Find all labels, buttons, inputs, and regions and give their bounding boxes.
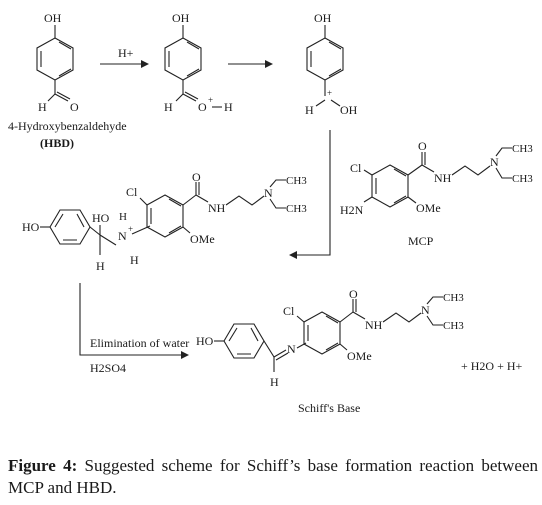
- byproducts-label: + H2O + H+: [461, 359, 523, 373]
- carbocation-h-label: H: [305, 103, 314, 117]
- carbocation-structure: OH + H OH: [305, 11, 358, 117]
- product-cl-label: Cl: [283, 304, 295, 318]
- protonated-oh-label: OH: [172, 11, 190, 25]
- product-carbonyl-o: O: [349, 287, 358, 301]
- carbinolamine-h-upper: H: [119, 211, 127, 223]
- mcp-label: MCP: [408, 234, 434, 248]
- hbd-structure: OH H O 4-Hydroxybenzaldehyde (HBD): [8, 11, 127, 150]
- carbinolamine-amine-n: N: [264, 186, 273, 200]
- product-ch3-upper: CH3: [443, 292, 464, 304]
- product-label: Schiff's Base: [298, 401, 360, 415]
- carbinolamine-amide-nh: NH: [208, 201, 226, 215]
- mcp-h2n-label: H2N: [340, 203, 364, 217]
- carbinolamine-ch3-upper: CH3: [286, 175, 307, 187]
- carbinolamine-n-plus: +: [128, 224, 133, 234]
- carbinolamine-structure: HO H HO H N + H Cl O NH N CH3 CH3 OMe: [22, 170, 307, 273]
- protonated-aldehyde-structure: OH H O + H: [164, 11, 233, 114]
- mcp-structure: Cl H2N O NH N CH3 CH3 OMe MCP: [340, 139, 533, 248]
- hbd-name: 4-Hydroxybenzaldehyde: [8, 119, 127, 133]
- hbd-h-label: H: [38, 100, 47, 114]
- carbinolamine-ch3-lower: CH3: [286, 203, 307, 215]
- hbd-abbr: (HBD): [40, 136, 74, 150]
- arrow-addition: [289, 130, 331, 259]
- schiff-base-structure: HO H N Cl O NH N CH3 CH3 OMe Schiff's Ba…: [196, 287, 464, 415]
- carbinolamine-h-bottom: H: [96, 259, 105, 273]
- carbinolamine-ho-label: HO: [22, 220, 40, 234]
- sulfuric-acid-label: H2SO4: [90, 361, 126, 375]
- mcp-amide-nh: NH: [434, 171, 452, 185]
- arrow-elimination: Elimination of water H2SO4: [79, 283, 189, 375]
- carbinolamine-carbonyl-o: O: [192, 170, 201, 184]
- figure-caption: Figure 4: Suggested scheme for Schiff’s …: [8, 455, 538, 499]
- carbinolamine-ho2-label: HO: [92, 211, 110, 225]
- carbinolamine-n-label: N: [118, 229, 127, 243]
- reaction-scheme: OH H O 4-Hydroxybenzaldehyde (HBD) H+ OH…: [8, 11, 533, 415]
- acid-label: H+: [118, 46, 134, 60]
- product-amide-nh: NH: [365, 318, 383, 332]
- elimination-label: Elimination of water: [90, 336, 189, 350]
- mcp-amine-n: N: [490, 155, 499, 169]
- product-ho-label: HO: [196, 334, 214, 348]
- mcp-ome-label: OMe: [416, 201, 441, 215]
- figure-caption-text: Suggested scheme for Schiff’s base forma…: [8, 456, 538, 497]
- carbinolamine-cl-label: Cl: [126, 185, 138, 199]
- carbocation-oh2-label: OH: [340, 103, 358, 117]
- carbinolamine-h-lower: H: [130, 253, 139, 267]
- product-ome-label: OMe: [347, 349, 372, 363]
- protonated-oh-h-label: H: [224, 100, 233, 114]
- arrow-protonation: H+: [100, 46, 149, 68]
- carbocation-oh-label: OH: [314, 11, 332, 25]
- carbocation-c-plus: +: [327, 88, 332, 98]
- carbinolamine-ome-label: OMe: [190, 232, 215, 246]
- hbd-o-label: O: [70, 100, 79, 114]
- protonated-o-label: O: [198, 100, 207, 114]
- mcp-cl-label: Cl: [350, 161, 362, 175]
- mcp-ch3-lower: CH3: [512, 173, 533, 185]
- hbd-oh-label: OH: [44, 11, 62, 25]
- mcp-carbonyl-o: O: [418, 139, 427, 153]
- mcp-ch3-upper: CH3: [512, 143, 533, 155]
- protonated-plus-sign: +: [208, 95, 213, 105]
- product-n-label: N: [287, 342, 296, 356]
- protonated-h-label: H: [164, 100, 173, 114]
- figure-caption-label: Figure 4:: [8, 456, 78, 475]
- product-ch3-lower: CH3: [443, 320, 464, 332]
- product-h-label: H: [270, 375, 279, 389]
- product-amine-n: N: [421, 303, 430, 317]
